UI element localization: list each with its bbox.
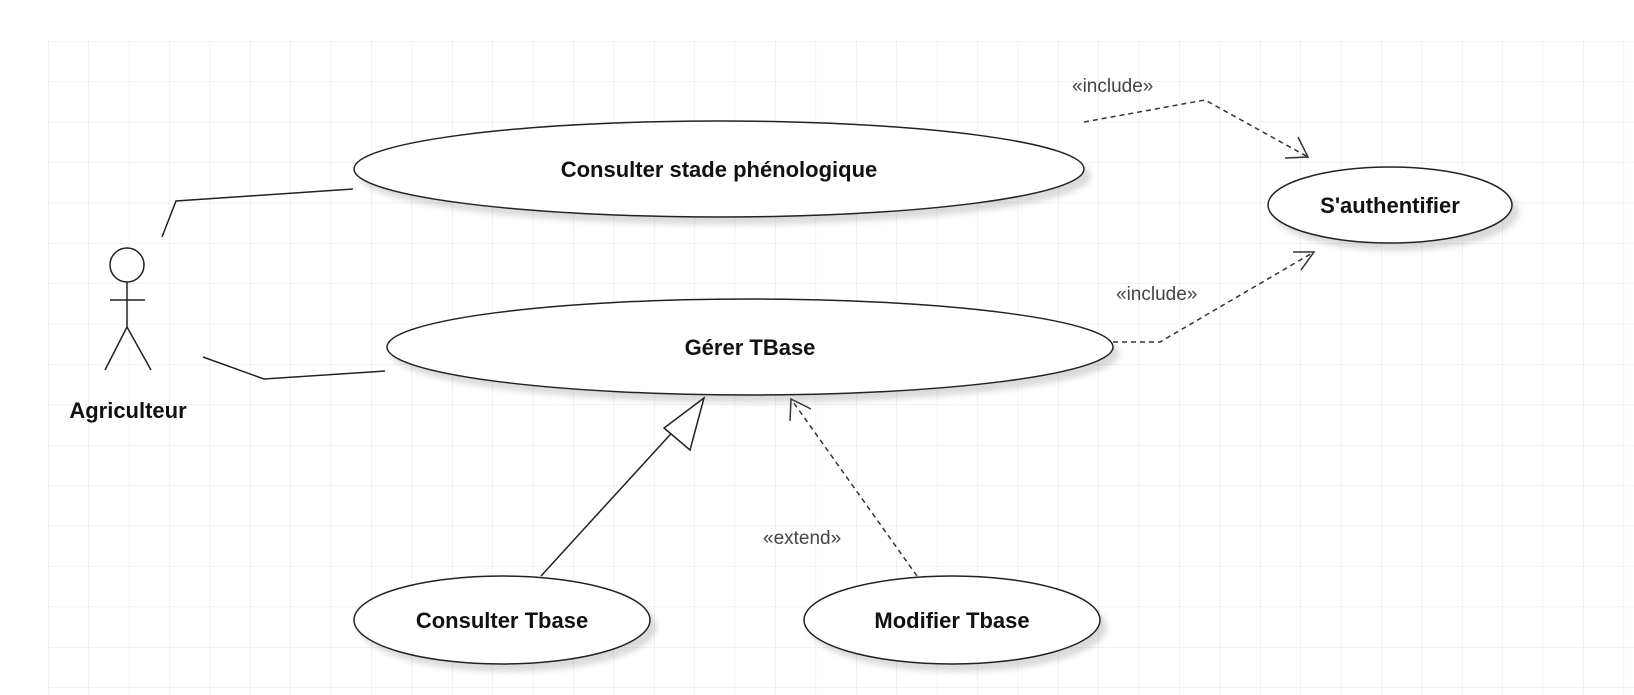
actor-head [109, 247, 145, 283]
usecase-label: S'authentifier [1320, 193, 1460, 218]
actor-right-leg [126, 326, 152, 371]
usecase-consulter-tbase[interactable]: Consulter Tbase [353, 575, 651, 665]
usecase-label: Modifier Tbase [874, 608, 1029, 633]
usecase-gerer-tbase[interactable]: Gérer TBase [386, 298, 1114, 396]
actor-label: Agriculteur [69, 398, 187, 423]
actor-left-leg [104, 326, 128, 371]
extend-label: «extend» [763, 528, 841, 549]
usecase-ellipse [803, 575, 1101, 665]
usecase-consulter-stade-phenologique[interactable]: Consulter stade phénologique [353, 120, 1085, 218]
usecase-authentifier[interactable]: S'authentifier [1267, 166, 1513, 244]
usecase-ellipse [386, 298, 1114, 396]
usecase-modifier-tbase[interactable]: Modifier Tbase [803, 575, 1101, 665]
include-line [1083, 99, 1309, 158]
usecase-ellipse [353, 120, 1085, 218]
open-arrowhead [1284, 136, 1310, 159]
generalization-consulter-tbase[interactable] [540, 396, 706, 577]
open-arrowhead [1293, 251, 1316, 271]
association-gerer-tbase[interactable] [202, 356, 386, 380]
usecase-ellipse [353, 575, 651, 665]
usecase-ellipse [1267, 166, 1513, 244]
association-consulter-stade[interactable] [161, 188, 354, 238]
include-label: «include» [1072, 76, 1153, 97]
extend-line [790, 398, 918, 577]
include-relation-gerer-tbase[interactable]: «include» [1113, 251, 1316, 343]
open-arrowhead [789, 397, 812, 422]
include-relation-consulter-stade[interactable]: «include» [1072, 76, 1310, 159]
actor-agriculteur[interactable]: Agriculteur [69, 247, 187, 423]
include-line [1113, 251, 1315, 343]
usecase-label: Consulter stade phénologique [561, 157, 878, 182]
include-label: «include» [1116, 284, 1197, 305]
usecase-label: Consulter Tbase [416, 608, 588, 633]
generalization-line [540, 425, 679, 577]
usecase-label: Gérer TBase [685, 335, 816, 360]
extend-relation-modifier-tbase[interactable]: «extend» [763, 397, 918, 577]
hollow-triangle-arrowhead [662, 396, 706, 452]
